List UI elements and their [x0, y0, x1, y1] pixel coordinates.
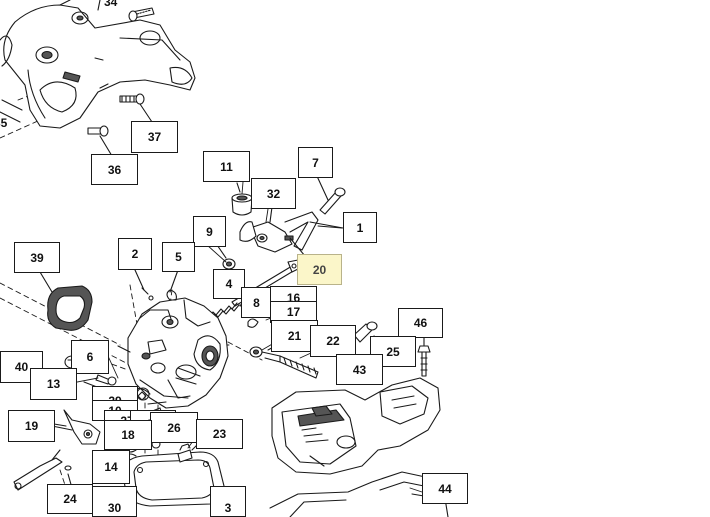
screw-46-part	[417, 336, 431, 377]
small-pin-parts	[134, 269, 226, 301]
callout-36[interactable]: 36	[91, 154, 138, 185]
callout-2[interactable]: 2	[118, 238, 152, 270]
callout-7[interactable]: 7	[298, 147, 333, 178]
callout-13[interactable]: 13	[30, 368, 77, 400]
callout-46[interactable]: 46	[398, 308, 443, 338]
callout-5[interactable]: 5	[162, 242, 195, 272]
callout-1[interactable]: 1	[343, 212, 377, 243]
callout-8[interactable]: 8	[241, 287, 272, 318]
bushing-11-part	[231, 182, 253, 216]
callout-14[interactable]: 14	[92, 450, 130, 484]
gasket-39-part	[39, 271, 93, 331]
callout-11[interactable]: 11	[203, 151, 250, 182]
upper-housing-part	[0, 0, 196, 129]
callout-22[interactable]: 22	[310, 325, 356, 357]
callout-34[interactable]: 34	[104, 0, 118, 9]
callout-25[interactable]: 25	[370, 336, 416, 367]
callout-4[interactable]: 4	[213, 269, 245, 299]
callout-24[interactable]: 24	[47, 484, 93, 514]
callout-35[interactable]: 35	[0, 116, 8, 130]
callout-9[interactable]: 9	[193, 216, 226, 247]
lever-19-part	[53, 409, 101, 445]
link-rod-24-part	[13, 449, 73, 491]
callout-26[interactable]: 26	[150, 412, 198, 443]
callout-43[interactable]: 43	[336, 354, 383, 385]
callout-19[interactable]: 19	[8, 410, 55, 442]
callout-44[interactable]: 44	[422, 473, 468, 504]
intake-manifold-43-part	[271, 377, 441, 475]
callout-40[interactable]: 40	[0, 351, 43, 383]
callout-32[interactable]: 32	[251, 178, 296, 209]
screw-34-part	[128, 7, 155, 22]
callout-3[interactable]: 3	[210, 486, 246, 517]
callout-18[interactable]: 18	[104, 420, 152, 450]
bowl-gasket-part	[121, 451, 225, 507]
choke-linkage-part	[239, 206, 344, 263]
callout-39[interactable]: 39	[14, 242, 60, 273]
carburetor-body-part	[117, 297, 229, 409]
callout-37[interactable]: 37	[131, 121, 178, 153]
callout-30[interactable]: 30	[92, 486, 137, 517]
screw-36-part	[87, 125, 113, 157]
callout-20[interactable]: 20	[297, 254, 342, 285]
callout-6[interactable]: 6	[71, 340, 109, 374]
screw-37-part	[119, 93, 153, 123]
callout-23[interactable]: 23	[196, 419, 243, 449]
screw-7-part	[315, 173, 346, 215]
